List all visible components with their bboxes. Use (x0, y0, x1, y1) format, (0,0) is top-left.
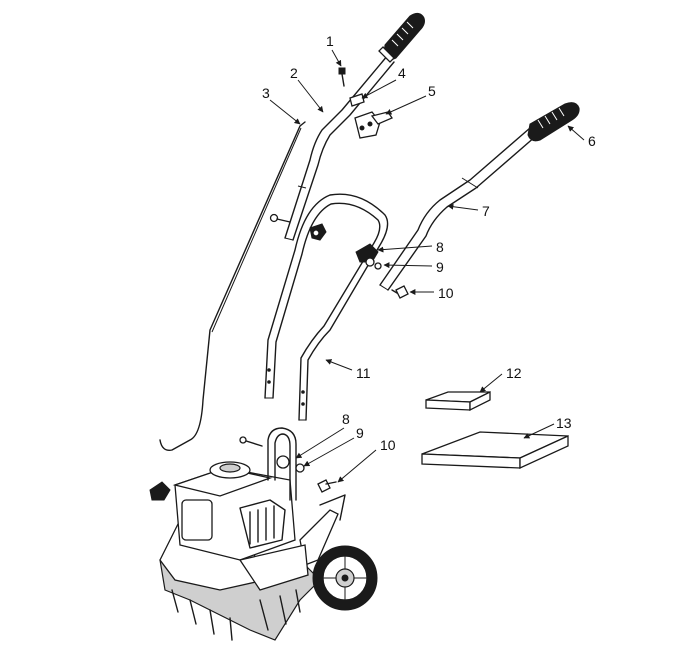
callout-4: 4 (398, 65, 406, 81)
right-upper-handle (379, 127, 537, 291)
left-handle-fasteners (269, 213, 327, 241)
small-pad-part-12 (425, 390, 491, 412)
callout-9-lower: 9 (356, 425, 364, 441)
callout-8-upper: 8 (436, 239, 444, 255)
lower-handle-frame (264, 193, 389, 421)
callout-10-upper: 10 (438, 285, 454, 301)
tiller-body (149, 427, 378, 641)
callout-8-lower: 8 (342, 411, 350, 427)
throttle-rod (159, 121, 306, 451)
right-grip (527, 102, 580, 142)
throttle-control-part-5 (354, 111, 393, 139)
callout-6: 6 (588, 133, 596, 149)
screw-part-1 (338, 67, 346, 87)
callout-2: 2 (290, 65, 298, 81)
callout-10-lower: 10 (380, 437, 396, 453)
callout-3: 3 (262, 85, 270, 101)
upper-knob-assembly (355, 243, 409, 299)
callout-numbers: 1 2 3 4 5 6 7 8 9 10 11 12 13 8 9 10 (262, 33, 596, 453)
callout-11: 11 (356, 365, 371, 381)
large-pad-part-13 (421, 431, 569, 470)
left-grip (378, 12, 425, 63)
callout-1: 1 (326, 33, 334, 49)
callout-9-upper: 9 (436, 259, 444, 275)
left-upper-handle (284, 54, 395, 241)
clip-part-4 (349, 93, 365, 107)
callout-5: 5 (428, 83, 436, 99)
callout-13: 13 (556, 415, 572, 431)
callout-leaders (269, 49, 585, 483)
callout-12: 12 (506, 365, 522, 381)
callout-7: 7 (482, 203, 490, 219)
